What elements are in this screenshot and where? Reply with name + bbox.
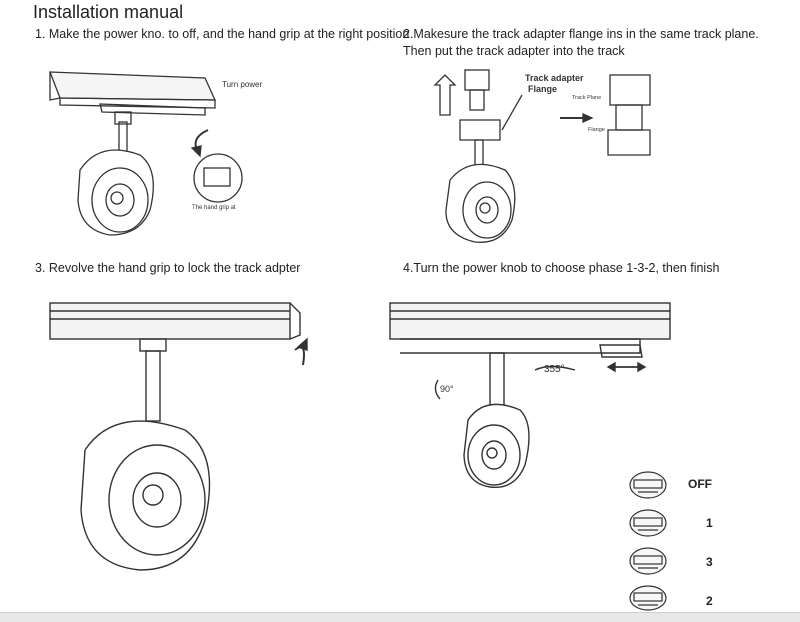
phase-3-icon xyxy=(629,547,667,575)
step-2-text-line1: 2.Makesure the track adapter flange ins … xyxy=(403,27,759,41)
phase-2-label: 2 xyxy=(706,594,713,608)
step-2-illustration xyxy=(433,69,651,243)
phase-1-label: 1 xyxy=(706,516,713,530)
flange-label: Flange xyxy=(528,84,558,94)
phase-off-icon xyxy=(629,471,667,499)
turn-power-label: Turn power xyxy=(222,80,263,89)
phase-1-icon xyxy=(629,509,667,537)
step-3-illustration xyxy=(49,302,308,571)
bottom-sheet-tab-bar[interactable] xyxy=(0,612,800,622)
angle-355-label: 355° xyxy=(544,364,565,375)
page-title: Installation manual xyxy=(33,2,184,22)
track-adapter-label: Track adapter xyxy=(525,73,584,83)
flange-small-label: Flange xyxy=(588,127,605,133)
angle-90-label: 90° xyxy=(440,384,454,394)
hand-grip-label: The hand grip at xyxy=(192,205,236,211)
phase-2-icon xyxy=(629,585,667,611)
step-4-text: 4.Turn the power knob to choose phase 1-… xyxy=(403,261,720,275)
step-4-illustration xyxy=(389,302,671,489)
phase-off-label: OFF xyxy=(688,477,712,491)
step-3-text: 3. Revolve the hand grip to lock the tra… xyxy=(35,261,301,275)
track-plane-label: Track Plane xyxy=(572,95,602,101)
step-1-text: 1. Make the power kno. to off, and the h… xyxy=(35,27,410,41)
step-1-illustration xyxy=(49,71,243,236)
step-2-text-line2: Then put the track adapter into the trac… xyxy=(403,44,625,58)
phase-3-label: 3 xyxy=(706,555,713,569)
